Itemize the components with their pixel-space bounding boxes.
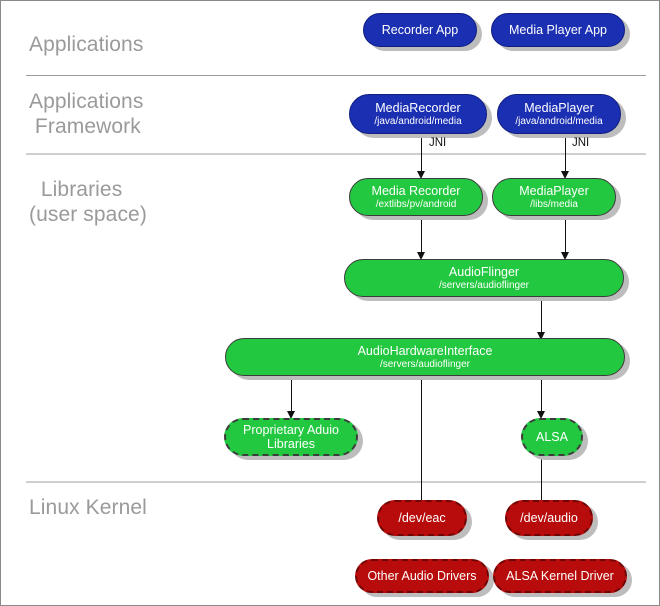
node-title: Recorder App: [381, 23, 459, 37]
node-audiohardwareinterface[interactable]: AudioHardwareInterface /servers/audiofli…: [225, 338, 625, 376]
edge-mediaplayerlib-to-audioflinger: [565, 218, 566, 256]
node-subtitle: /java/android/media: [374, 115, 462, 127]
node-title: MediaPlayer: [519, 183, 589, 198]
node-title: Proprietary Aduio: [243, 423, 339, 437]
divider-applications-framework: [26, 153, 646, 155]
node-dev-eac[interactable]: /dev/eac: [377, 500, 467, 536]
node-title: /dev/audio: [520, 511, 578, 525]
edge-label-jni-recorder: JNI: [429, 137, 447, 149]
node-title: MediaPlayer: [524, 100, 594, 115]
node-title: ALSA: [536, 430, 568, 444]
layer-label-linux-kernel: Linux Kernel: [29, 496, 147, 519]
edge-mediarecorder-to-lib: [421, 138, 422, 176]
node-media-recorder-lib[interactable]: Media Recorder /extlibs/pv/android: [349, 178, 483, 216]
node-subtitle: /java/android/media: [515, 115, 603, 127]
node-subtitle: /servers/audioflinger: [438, 279, 530, 291]
node-subtitle: /extlibs/pv/android: [375, 198, 457, 210]
edge-mediaplayer-to-lib: [565, 138, 566, 176]
layer-label-applications-framework: Applications Framework: [29, 90, 144, 138]
node-mediaplayer-framework[interactable]: MediaPlayer /java/android/media: [497, 94, 621, 134]
edge-ahi-to-dev-eac: [421, 375, 422, 505]
arrowhead-ahi-to-proprietary: [286, 411, 295, 419]
node-subtitle: /servers/audioflinger: [379, 358, 471, 370]
node-audioflinger[interactable]: AudioFlinger /servers/audioflinger: [344, 259, 624, 297]
node-title: Media Player App: [509, 23, 607, 37]
node-title: Media Recorder: [371, 183, 461, 198]
edge-audioflinger-to-audiohardwareinterface: [541, 298, 542, 336]
edge-ahi-to-alsa: [541, 375, 542, 415]
node-alsa[interactable]: ALSA: [521, 418, 583, 456]
node-subtitle: /libs/media: [530, 198, 578, 210]
edge-alsa-to-dev-audio: [541, 457, 542, 505]
node-proprietary-audio-libraries[interactable]: Proprietary Aduio Libraries: [224, 418, 358, 456]
node-title: AudioHardwareInterface: [357, 343, 493, 358]
node-title: ALSA Kernel Driver: [506, 569, 614, 583]
node-subtitle: Libraries: [267, 437, 315, 451]
layer-label-libraries: Libraries (user space): [29, 178, 147, 226]
node-dev-audio[interactable]: /dev/audio: [505, 500, 593, 536]
arrowhead-mediaplayer-to-lib: [560, 171, 569, 179]
layer-label-applications: Applications: [29, 33, 144, 56]
node-title: MediaRecorder: [375, 100, 461, 115]
edge-label-jni-player: JNI: [572, 137, 590, 149]
edge-mediarecorderlib-to-audioflinger: [421, 218, 422, 256]
node-mediarecorder-framework[interactable]: MediaRecorder /java/android/media: [349, 94, 487, 134]
node-title: AudioFlinger: [448, 264, 520, 279]
arrowhead-mediarecorder-to-lib: [416, 171, 425, 179]
divider-applications: [26, 75, 646, 76]
divider-libraries: [26, 481, 646, 483]
node-mediaplayer-lib[interactable]: MediaPlayer /libs/media: [492, 178, 616, 216]
node-title: /dev/eac: [398, 511, 446, 525]
arrowhead-mediaplayerlib-to-audioflinger: [560, 252, 569, 260]
node-media-player-app[interactable]: Media Player App: [491, 13, 625, 47]
arrowhead-audioflinger-to-audiohardwareinterface: [536, 332, 545, 340]
arrowhead-ahi-to-alsa: [536, 411, 545, 419]
arrowhead-mediarecorderlib-to-audioflinger: [416, 252, 425, 260]
node-title: Other Audio Drivers: [367, 569, 477, 583]
node-alsa-kernel-driver[interactable]: ALSA Kernel Driver: [493, 559, 627, 593]
edge-ahi-to-proprietary: [291, 375, 292, 415]
node-other-audio-drivers[interactable]: Other Audio Drivers: [355, 559, 489, 593]
node-recorder-app[interactable]: Recorder App: [363, 13, 477, 47]
